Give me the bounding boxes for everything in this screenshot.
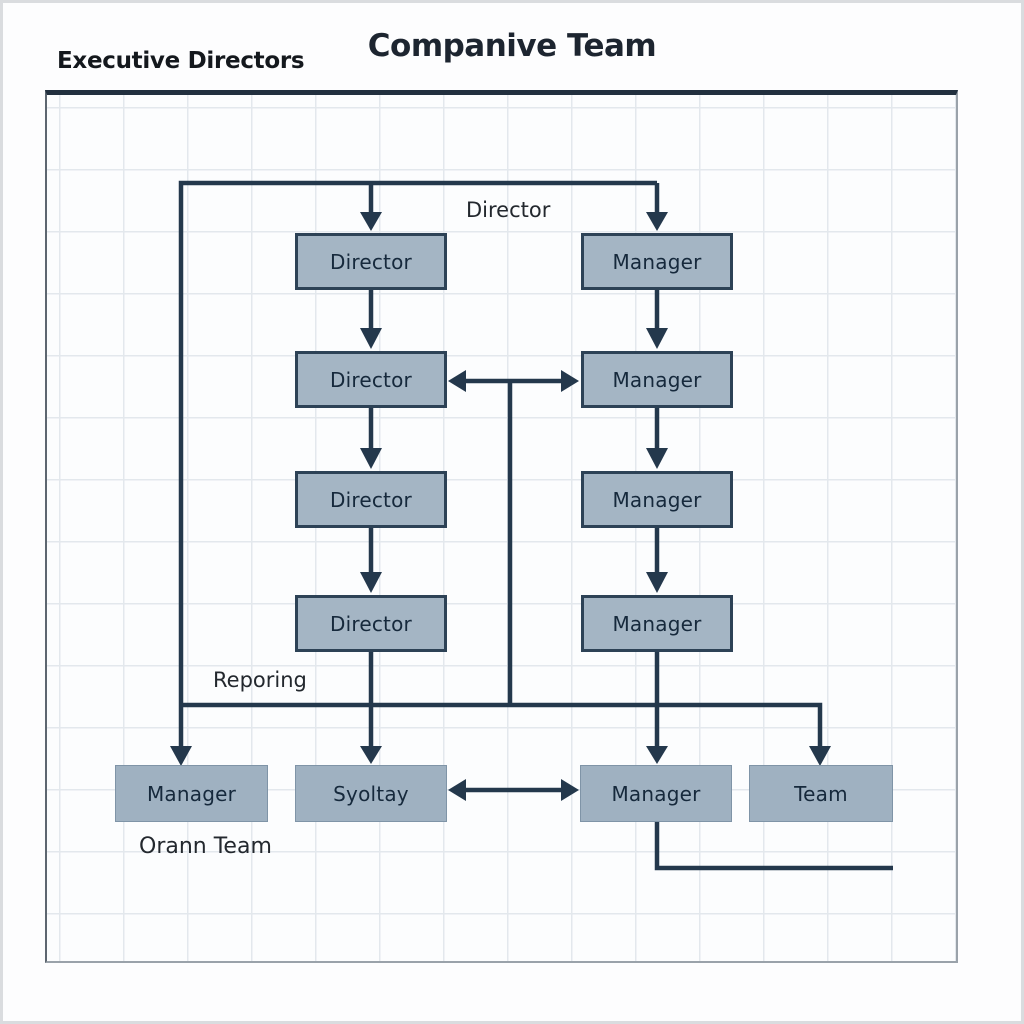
arrowhead-down-icon — [360, 448, 382, 469]
node-manager-4: Manager — [581, 595, 733, 652]
arrowhead-down-icon — [646, 572, 668, 593]
arrowhead-left-icon — [448, 370, 466, 392]
node-bottom-manager-left: Manager — [115, 765, 268, 822]
node-director-3: Director — [295, 471, 447, 528]
label-director: Director — [466, 198, 551, 222]
arrowhead-down-icon — [646, 328, 668, 349]
node-manager-1: Manager — [581, 233, 733, 290]
node-syoltay: Syoltay — [295, 765, 447, 822]
label-reporting: Reporing — [213, 668, 307, 692]
connector-bottom-elbow — [654, 822, 893, 871]
arrowhead-down-icon — [360, 328, 382, 349]
node-team: Team — [749, 765, 893, 822]
arrowhead-down-icon — [646, 212, 668, 231]
arrowhead-right-icon — [561, 779, 579, 801]
arrowhead-down-icon — [360, 212, 382, 231]
node-bottom-manager-right: Manager — [580, 765, 732, 822]
page-title: Companive Team — [367, 28, 657, 64]
node-director-4: Director — [295, 595, 447, 652]
corner-label: Executive Directors — [57, 48, 305, 74]
node-director-2: Director — [295, 351, 447, 408]
node-manager-3: Manager — [581, 471, 733, 528]
node-director-1: Director — [295, 233, 447, 290]
arrowhead-down-icon — [170, 746, 192, 766]
arrowhead-left-icon — [448, 779, 466, 801]
arrowhead-down-icon — [360, 572, 382, 593]
arrowhead-right-icon — [561, 370, 579, 392]
connector-reporting-run — [181, 702, 823, 748]
arrowhead-down-icon — [809, 746, 831, 766]
arrowhead-down-icon — [646, 448, 668, 469]
node-manager-2: Manager — [581, 351, 733, 408]
arrowhead-down-icon — [646, 746, 668, 764]
arrowhead-down-icon — [360, 746, 382, 764]
label-orann-team: Orann Team — [139, 834, 272, 859]
connector-left-rail — [178, 180, 657, 748]
